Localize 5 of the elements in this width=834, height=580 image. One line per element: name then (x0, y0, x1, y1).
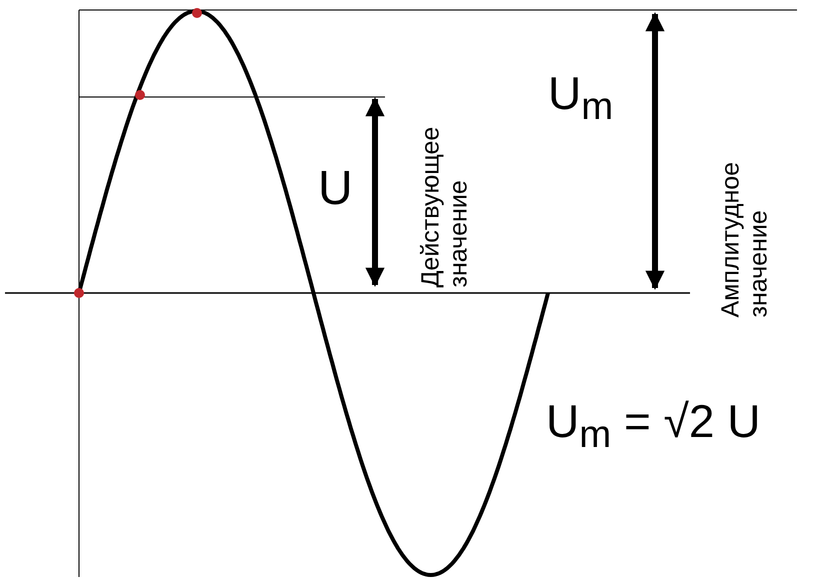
symbol-label: U$_{m}$ (548, 70, 614, 127)
axis-caption: Амплитудное значение (718, 160, 772, 318)
formula: U$_{m}$ = √2 U (546, 398, 760, 455)
symbol-label: U (318, 165, 353, 213)
axis-caption: Действующее значение (418, 126, 472, 288)
